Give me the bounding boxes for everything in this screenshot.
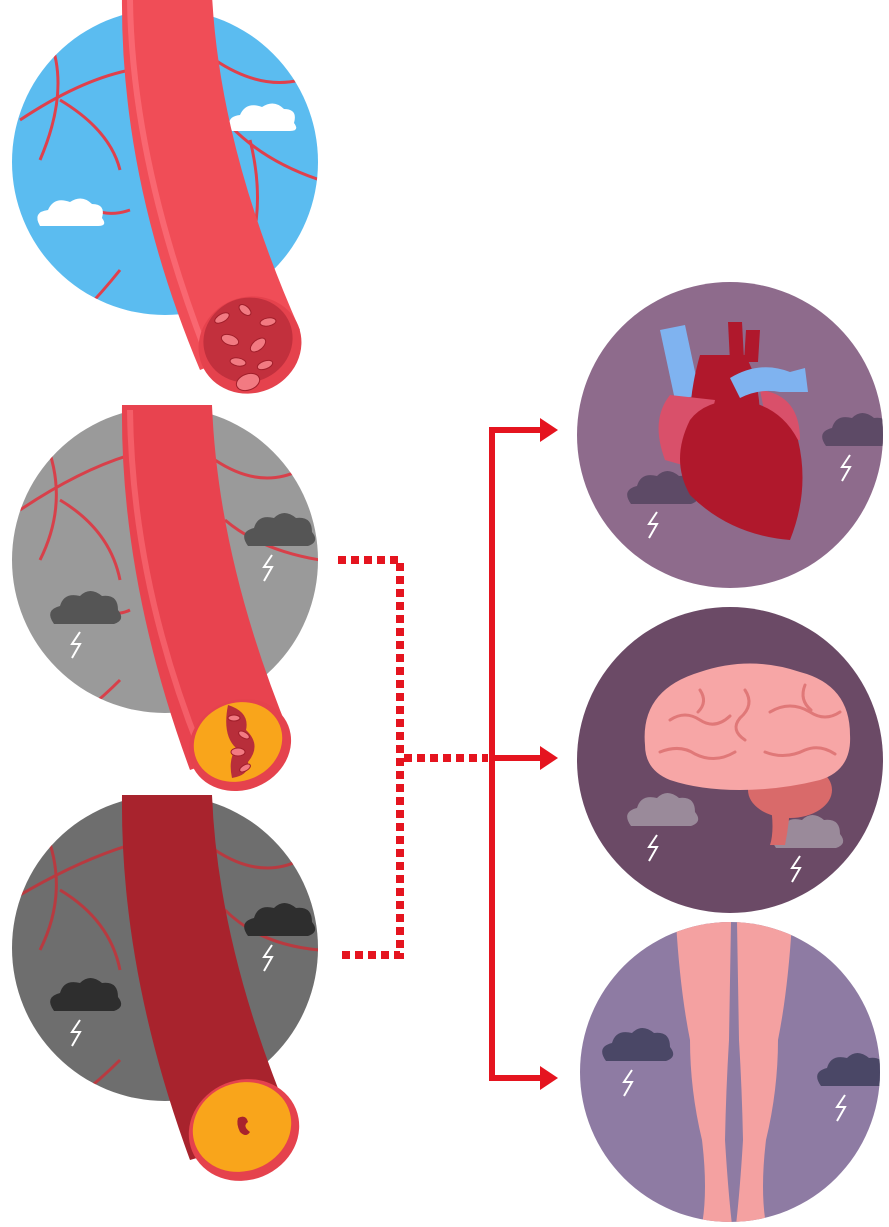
arrow-right-icon	[540, 746, 558, 770]
arrow-right-icon	[540, 418, 558, 442]
brain-panel	[577, 607, 883, 913]
legs-panel	[580, 922, 888, 1225]
healthy-artery-panel	[12, 0, 320, 409]
arrow-right-icon	[540, 1066, 558, 1090]
arrows	[540, 418, 558, 1090]
blocked-artery-panel	[12, 795, 320, 1197]
heart-panel	[577, 282, 889, 588]
narrowed-artery-panel	[12, 405, 320, 806]
cerebrum	[645, 664, 851, 791]
dotted-bracket	[338, 560, 400, 955]
connectors	[338, 430, 540, 1078]
